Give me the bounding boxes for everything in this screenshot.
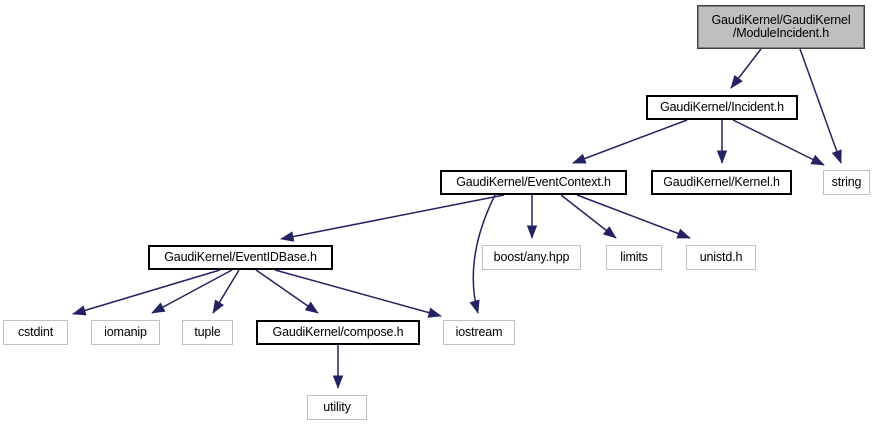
node-string[interactable]: string bbox=[823, 170, 870, 195]
node-utility[interactable]: utility bbox=[307, 395, 367, 420]
edge-eventcontext-to-eventidbase bbox=[280, 194, 505, 242]
edge-incident-to-string bbox=[732, 119, 825, 166]
edge-eventidbase-to-iostream bbox=[274, 269, 442, 318]
edge-moduleincident-to-string bbox=[799, 48, 842, 164]
edge-eventcontext-to-unistd bbox=[576, 194, 691, 239]
edge-eventidbase-to-cstdint bbox=[72, 269, 221, 316]
node-iomanip[interactable]: iomanip bbox=[91, 320, 160, 345]
node-incident[interactable]: GaudiKernel/Incident.h bbox=[646, 95, 798, 120]
edge-eventidbase-to-tuple bbox=[212, 269, 240, 314]
node-eventcontext[interactable]: GaudiKernel/EventContext.h bbox=[440, 170, 627, 195]
node-unistd[interactable]: unistd.h bbox=[686, 245, 756, 270]
edge-eventidbase-to-compose bbox=[255, 269, 319, 314]
edge-eventcontext-to-limits bbox=[560, 194, 617, 239]
edge-incident-to-eventcontext bbox=[572, 119, 688, 164]
edge-eventidbase-to-iomanip bbox=[151, 269, 233, 314]
node-cstdint[interactable]: cstdint bbox=[3, 320, 68, 345]
node-iostream[interactable]: iostream bbox=[443, 320, 515, 345]
node-moduleincident[interactable]: GaudiKernel/GaudiKernel /ModuleIncident.… bbox=[697, 5, 865, 49]
node-tuple[interactable]: tuple bbox=[182, 320, 233, 345]
node-eventidbase[interactable]: GaudiKernel/EventIDBase.h bbox=[148, 245, 333, 270]
edge-moduleincident-to-incident bbox=[730, 48, 762, 89]
node-limits[interactable]: limits bbox=[606, 245, 662, 270]
node-boostany[interactable]: boost/any.hpp bbox=[482, 245, 581, 270]
node-kernel[interactable]: GaudiKernel/Kernel.h bbox=[651, 170, 792, 195]
node-compose[interactable]: GaudiKernel/compose.h bbox=[256, 320, 420, 345]
